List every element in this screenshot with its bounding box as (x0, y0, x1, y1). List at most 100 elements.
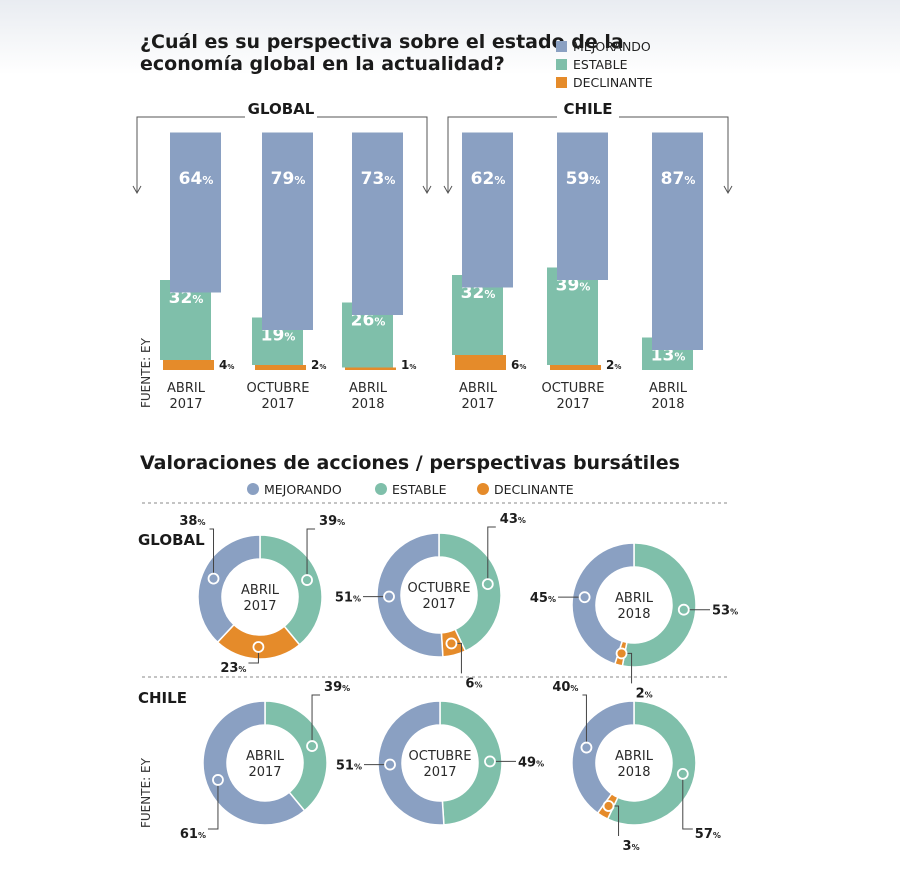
donut-chart-title: Valoraciones de acciones / perspectivas … (140, 452, 680, 474)
donut-value-estable: 39% (319, 514, 345, 529)
legend-label-estable: ESTABLE (392, 482, 447, 497)
donut-center-label: OCTUBRE (408, 581, 471, 596)
donut-value-estable: 39% (324, 680, 350, 695)
callout-dot-declinante (445, 637, 458, 650)
bar-label-declinante: 4% (219, 358, 234, 372)
donut-slice-estable (439, 700, 503, 826)
period-label-year: 2018 (351, 397, 384, 412)
period-label: ABRIL (349, 381, 388, 396)
bar-label-mejorando: 62% (471, 169, 506, 189)
donut-slice-estable (606, 700, 697, 826)
donut-value-declinante: 3% (623, 839, 640, 854)
legend-label-mejorando: MEJORANDO (573, 39, 651, 54)
callout-dot-mejorando (384, 758, 396, 771)
callout-dot-mejorando (207, 572, 220, 585)
row-label-chile: CHILE (138, 689, 187, 707)
donut-center-label-year: 2018 (617, 765, 650, 780)
callout-dot-mejorando (212, 774, 224, 786)
donut-center-label: ABRIL (246, 749, 285, 764)
bar-label-mejorando: 59% (566, 169, 601, 189)
donut-value-mejorando: 51% (336, 759, 362, 774)
callout-leader (306, 528, 316, 581)
legend-dot-estable (375, 483, 387, 495)
donut-center-label: ABRIL (615, 591, 654, 606)
period-label-year: 2018 (651, 397, 684, 412)
donut-value-estable: 49% (518, 755, 544, 770)
bar-label-mejorando: 73% (361, 169, 396, 189)
donut-value-mejorando: 40% (552, 680, 578, 695)
donut-value-mejorando: 51% (335, 591, 361, 606)
donut-chart-legend: MEJORANDO ESTABLE DECLINANTE (247, 482, 574, 497)
legend-swatch-declinante (556, 77, 567, 88)
callout-leader (487, 526, 496, 585)
legend-swatch-mejorando (556, 41, 567, 52)
donut-value-estable: 43% (500, 512, 526, 527)
bar-mejorando (170, 132, 221, 293)
bar-label-mejorando: 64% (179, 169, 214, 189)
bar-mejorando (652, 132, 703, 350)
bar-label-mejorando: 79% (271, 169, 306, 189)
donut-value-estable: 53% (712, 604, 738, 619)
bar-declinante (163, 360, 214, 370)
source-note-bottom: FUENTE: EY (139, 757, 153, 828)
bar-label-estable: 13% (651, 346, 686, 366)
donut-slice-estable (259, 534, 323, 646)
donut-center-label: ABRIL (241, 583, 280, 598)
callout-dot-declinante (615, 647, 628, 660)
donut-slice-mejorando (376, 532, 444, 658)
bar-mejorando (352, 132, 403, 315)
callout-leader (582, 694, 587, 748)
donut-slice-estable (438, 532, 502, 653)
legend-label-declinante: DECLINANTE (573, 75, 653, 90)
callout-dot-estable (677, 603, 690, 616)
donut-chart-plot: ABRIL201738%39%23%OCTUBRE201751%43%6%ABR… (179, 512, 738, 854)
callout-dot-mejorando (578, 591, 591, 604)
donut-center-label: ABRIL (615, 749, 654, 764)
group-label-bg (245, 98, 317, 122)
donut-slice-mejorando (377, 700, 445, 826)
callout-leader (207, 779, 219, 830)
bar-mejorando (462, 132, 513, 288)
legend-dot-mejorando (247, 483, 259, 495)
period-label-year: 2017 (556, 397, 589, 412)
donut-value-estable: 57% (695, 827, 721, 842)
donut-center-label-year: 2018 (617, 607, 650, 622)
donut-center-label-year: 2017 (423, 765, 456, 780)
period-label-year: 2017 (169, 397, 202, 412)
callout-dot-estable (301, 574, 313, 586)
legend-label-declinante: DECLINANTE (494, 482, 574, 497)
bar-label-estable: 19% (261, 326, 296, 346)
source-note-top: FUENTE: EY (139, 337, 153, 408)
row-label-global: GLOBAL (138, 531, 205, 549)
callout-leader (209, 528, 215, 579)
bar-label-declinante: 6% (511, 358, 526, 372)
donut-center-label-year: 2017 (243, 599, 276, 614)
donut-center-label-year: 2017 (422, 597, 455, 612)
bar-label-declinante: 2% (311, 358, 326, 372)
callout-leader (311, 694, 321, 747)
bar-label-estable: 26% (351, 311, 386, 331)
legend-label-mejorando: MEJORANDO (264, 482, 342, 497)
group-label-chile: CHILE (564, 100, 613, 118)
donut-value-declinante: 23% (220, 661, 246, 676)
bar-label-declinante: 1% (401, 358, 416, 372)
callout-dot-declinante (602, 800, 615, 812)
donut-slice-mejorando (202, 700, 306, 826)
callout-leader (682, 773, 693, 830)
donut-center-label: OCTUBRE (409, 749, 472, 764)
period-label-year: 2017 (261, 397, 294, 412)
donut-value-declinante: 2% (636, 686, 653, 701)
bar-declinante (455, 355, 506, 370)
bar-estable (547, 267, 598, 365)
donut-center-label-year: 2017 (248, 765, 281, 780)
bar-estable (160, 280, 211, 360)
